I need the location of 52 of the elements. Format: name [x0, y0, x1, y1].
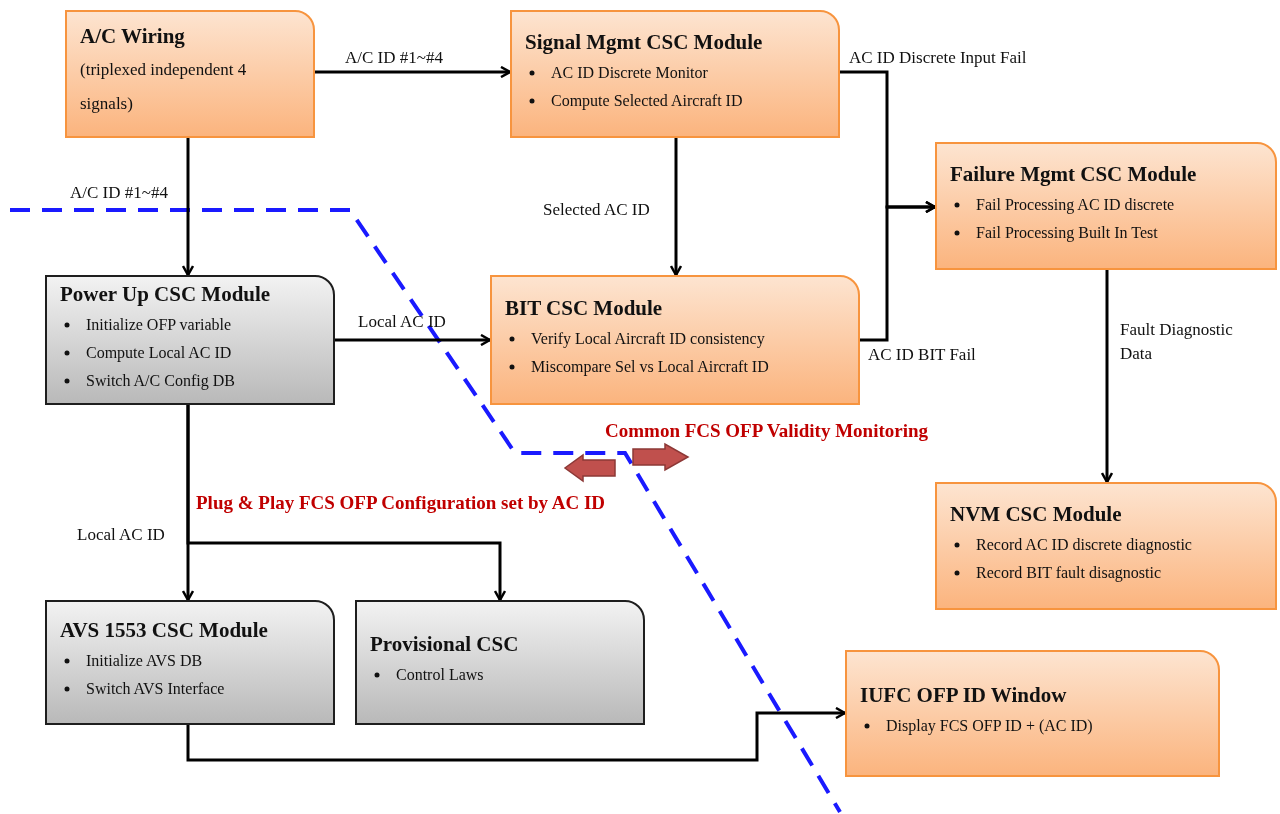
module-box [935, 142, 1277, 270]
bullet-item: Initialize OFP variable [86, 314, 232, 335]
bullet-item: Display FCS OFP ID + (AC ID) [886, 716, 1093, 737]
module-title: A/C Wiring [80, 23, 186, 49]
annotation-text: Plug & Play FCS OFP Configuration set by AC ID [196, 492, 606, 514]
bullet-item: Compute Local AC ID [86, 342, 232, 364]
bullet-item: Verify Local Aircraft ID consistency [531, 328, 765, 350]
arrow [335, 333, 492, 347]
edge-label: Fault Diagnostic Data [1120, 319, 1234, 365]
edge-label: Local AC ID [358, 311, 446, 333]
edge-label: A/C ID #1~#4 [70, 182, 168, 204]
bullet-item: Miscompare Sel vs Local Aircraft ID [531, 356, 769, 378]
module-title: Failure Mgmt CSC Module [950, 161, 1198, 187]
bullet-item: Control Laws [396, 665, 484, 685]
module-box [845, 650, 1220, 777]
module-box [45, 600, 335, 725]
bullet-item: Fail Processing AC ID discrete [976, 194, 1175, 216]
edge-label: AC ID BIT Fail [868, 344, 976, 366]
arrow [186, 706, 847, 762]
module-title: IUFC OFP ID Window [860, 683, 1068, 708]
module-title: AVS 1553 CSC Module [60, 618, 269, 643]
module-description: (triplexed independent 4 signals) [80, 58, 248, 115]
bullet-item: Switch AVS Interface [86, 679, 225, 699]
module-box [935, 482, 1277, 610]
arrow [669, 138, 683, 277]
bullet-item: Fail Processing Built In Test [976, 222, 1158, 244]
arrow [1100, 270, 1114, 484]
edge-label: Selected AC ID [543, 199, 650, 221]
annotation-text: Common FCS OFP Validity Monitoring [605, 420, 929, 442]
module-box [355, 600, 645, 725]
arrow [860, 200, 937, 342]
bullet-item: Compute Selected Aircraft ID [551, 90, 743, 112]
arrow [181, 138, 195, 277]
module-title: BIT CSC Module [505, 295, 664, 321]
bullet-item: Record BIT fault disagnostic [976, 562, 1161, 584]
arrow [315, 65, 512, 79]
module-title: NVM CSC Module [950, 501, 1123, 527]
edge-label: AC ID Discrete Input Fail [849, 47, 1027, 69]
module-box [45, 275, 335, 405]
module-box [510, 10, 840, 138]
module-box [490, 275, 860, 405]
module-box [65, 10, 315, 138]
edge-label: Local AC ID [77, 524, 165, 546]
module-title: Power Up CSC Module [60, 281, 272, 307]
bullet-item: Initialize AVS DB [86, 651, 203, 671]
module-title: Provisional CSC [370, 632, 520, 657]
bullet-item: Record AC ID discrete diagnostic [976, 534, 1192, 556]
bullet-item: AC ID Discrete Monitor [551, 62, 708, 83]
module-title: Signal Mgmt CSC Module [525, 29, 764, 55]
bullet-item: Switch A/C Config DB [86, 370, 235, 392]
edge-label: A/C ID #1~#4 [345, 47, 443, 69]
arrow [186, 405, 507, 602]
